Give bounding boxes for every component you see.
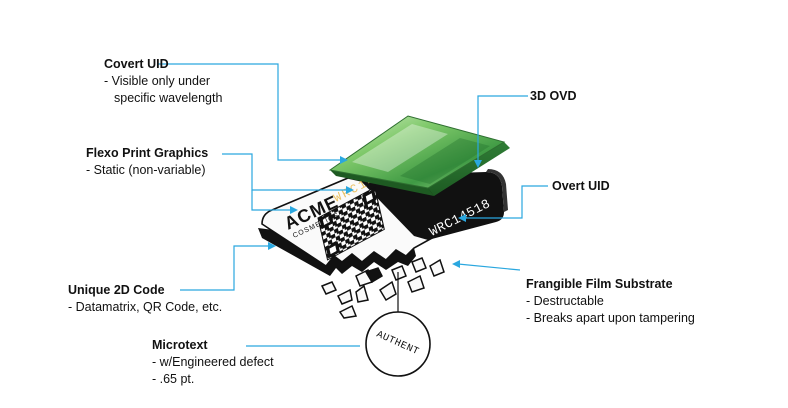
leader-flexo-b [251,190,290,211]
arrow-flexo-a [346,186,354,194]
callout-title: Microtext [152,338,208,352]
arrow-frangible [452,260,460,268]
ovd-face [328,115,506,189]
callout-title: Frangible Film Substrate [526,277,673,291]
callout-line: - Destructable [526,294,604,308]
arrow-unique-2d [268,242,276,250]
fragment [378,280,397,302]
leader-ovd [477,95,528,160]
frangible-fragments [320,257,445,319]
ovd-sheen [352,124,448,172]
callout-title: Covert UID [104,57,169,71]
fragment [407,274,425,293]
ovd-side-right [428,142,510,196]
qr-finder-tl-inner [322,216,330,226]
callout-title: Overt UID [552,179,610,193]
leader-flexo-a [222,153,346,191]
leader-covert-uid [158,63,340,161]
callout-microtext: Microtext - w/Engineered defect - .65 pt… [152,337,274,388]
callout-line: - Visible only under [104,74,211,88]
fragment [320,281,338,295]
leader-overt-uid [466,185,548,219]
microtext-magnifier: AUTHENT [365,272,431,377]
fragment [429,258,445,277]
qr-finder-tr-inner [365,193,373,202]
fragment [411,257,427,273]
fragment [338,304,358,319]
black-band-edge [486,169,508,212]
arrow-covert-uid [340,156,348,164]
callout-frangible: Frangible Film Substrate - Destructable … [526,276,695,327]
leader-unique-2d [180,245,268,291]
callout-title: Flexo Print Graphics [86,146,209,160]
callout-line: - Static (non-variable) [86,163,206,177]
callout-line: - Breaks apart upon tampering [526,311,695,325]
callout-covert-uid: Covert UID - Visible only under specific… [104,56,222,107]
leader-frangible [457,263,521,271]
ovd-shadow-band [400,138,490,184]
fragment [336,288,353,305]
black-band [356,172,504,240]
callout-ovd: 3D OVD [530,88,577,105]
callout-overt-uid: Overt UID [552,178,610,195]
arrow-ovd [474,160,482,168]
leader-arrowheads [268,156,482,268]
callout-line: - w/Engineered defect [152,355,274,369]
leader-lines [158,63,548,347]
qr-code [317,186,385,261]
callout-title: Unique 2D Code [68,283,165,297]
arrow-flexo-b [290,206,298,214]
fragment [391,265,407,281]
ovd-side-left [330,170,434,196]
qr-matrix [317,186,385,261]
fragment-dark [364,267,383,284]
callout-unique-2d: Unique 2D Code - Datamatrix, QR Code, et… [68,282,222,316]
qr-finder-bl-inner [329,245,337,255]
callout-line: - .65 pt. [152,372,195,386]
ovd-hologram [328,115,510,196]
callout-line: - Datamatrix, QR Code, etc. [68,300,223,314]
arrow-overt-uid [458,214,466,222]
callout-title: 3D OVD [530,89,577,103]
fragment [355,284,369,303]
callout-flexo: Flexo Print Graphics - Static (non-varia… [86,145,208,179]
callout-line: specific wavelength [114,91,223,105]
